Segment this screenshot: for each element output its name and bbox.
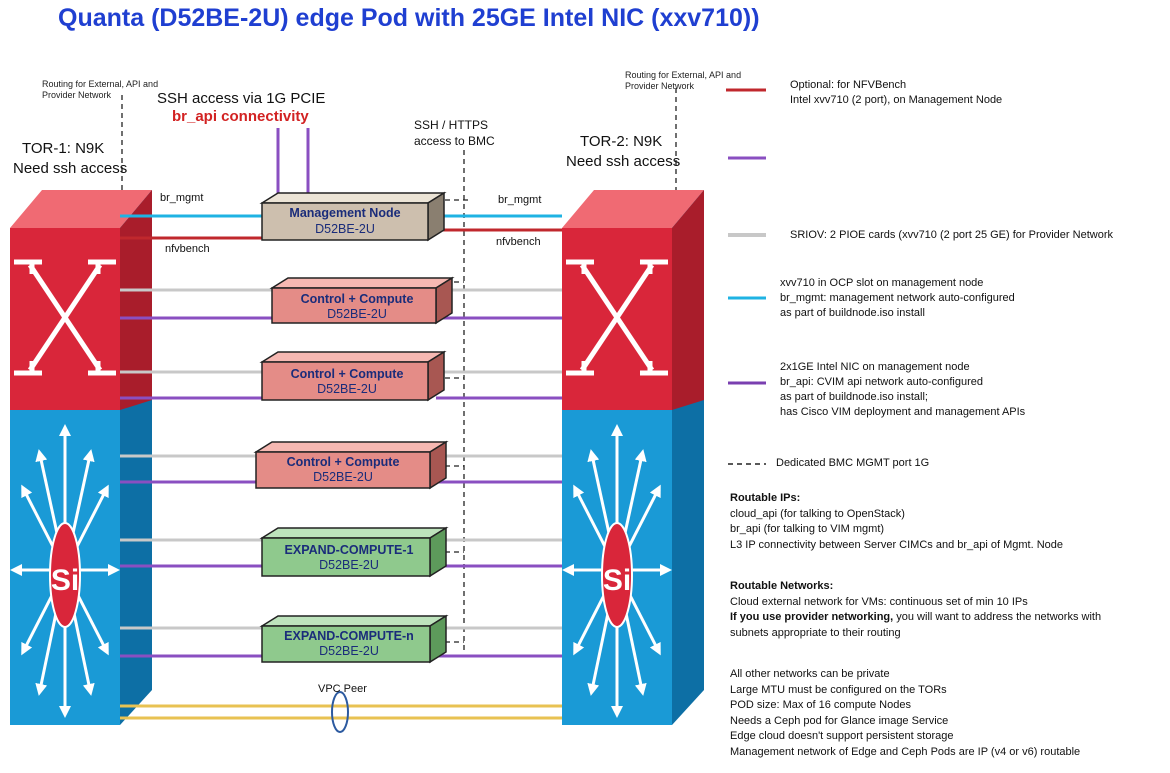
provider-networking-emphasis: If you use provider networking, bbox=[730, 611, 894, 623]
nfvbench-label-right: nfvbench bbox=[496, 236, 541, 248]
node-2-model: D52BE-2U bbox=[327, 307, 387, 321]
tor-2-switch-icon bbox=[566, 259, 668, 376]
pod-diagram: Si Si bbox=[9, 88, 730, 733]
other-notes-section: All other networks can be private Large … bbox=[730, 667, 1165, 760]
legend-item-5: 2x1GE Intel NIC on management node br_ap… bbox=[780, 360, 1025, 420]
node-1-name: Management Node bbox=[289, 206, 401, 220]
node-6-name: EXPAND-COMPUTE-n bbox=[284, 629, 414, 643]
tor-1-switch-icon bbox=[14, 259, 116, 376]
control-node-2 bbox=[259, 350, 447, 402]
legend-item-4-line-1: xvv710 in OCP slot on management node bbox=[780, 277, 984, 289]
node-links bbox=[120, 281, 562, 658]
routable-ips-line-2: br_api (for talking to VIM mgmt) bbox=[730, 523, 885, 535]
routable-ips-section: Routable IPs: cloud_api (for talking to … bbox=[730, 491, 1160, 553]
tor-1-si-text: Si bbox=[51, 564, 79, 597]
tor-2-name: TOR-2: N9K bbox=[580, 133, 663, 150]
br-mgmt-label-right: br_mgmt bbox=[498, 194, 542, 206]
ssh-access-label: SSH access via 1G PCIE bbox=[157, 90, 326, 107]
vpc-peer-label: VPC Peer bbox=[318, 683, 367, 695]
routing-note-left: Routing for External, API and Provider N… bbox=[42, 79, 159, 100]
legend-item-5-line-2: br_api: CVIM api network auto-configured bbox=[780, 376, 983, 388]
legend-item-6-line-1: Dedicated BMC MGMT port 1G bbox=[776, 457, 930, 469]
note-line-6: Management network of Edge and Ceph Pods… bbox=[730, 745, 1081, 758]
note-line-3: POD size: Max of 16 compute Nodes bbox=[730, 699, 911, 711]
legend-item-5-line-3: as part of buildnode.iso install; bbox=[780, 391, 928, 403]
legend-item-5-line-1: 2x1GE Intel NIC on management node bbox=[780, 361, 970, 373]
vpc-peer-ring bbox=[331, 691, 349, 733]
legend-item-3-line-1: SRIOV: 2 PIOE cards (xvv710 (2 port 25 G… bbox=[790, 229, 1113, 241]
legend-item-4-line-2: br_mgmt: management network auto-configu… bbox=[780, 292, 1015, 304]
note-line-1: All other networks can be private bbox=[730, 668, 890, 680]
tor-1-note: Need ssh access bbox=[13, 160, 128, 177]
note-line-2: Large MTU must be configured on the TORs bbox=[730, 683, 947, 696]
tor-2-si-badge bbox=[601, 522, 633, 628]
node-6-model: D52BE-2U bbox=[319, 644, 379, 658]
node-4-name: Control + Compute bbox=[286, 455, 400, 469]
routable-networks-line-2-rest: you will want to address the networks wi… bbox=[893, 611, 1102, 623]
legend-item-5-line-4: has Cisco VIM deployment and management … bbox=[780, 406, 1026, 418]
routable-ips-heading: Routable IPs: bbox=[730, 492, 801, 504]
routing-note-right: Routing for External, API and Provider N… bbox=[625, 70, 742, 91]
routable-networks-section: Routable Networks: Cloud external networ… bbox=[730, 579, 1165, 641]
node-1-model: D52BE-2U bbox=[315, 222, 375, 236]
routable-networks-line-2: If you use provider networking, you will… bbox=[730, 610, 1165, 626]
legend-item-1-line-1: Optional: for NFVBench bbox=[790, 79, 907, 91]
nfvbench-label-left: nfvbench bbox=[165, 243, 210, 255]
routable-ips-line-3: L3 IP connectivity between Server CIMCs … bbox=[730, 538, 1064, 551]
tor-1-si-badge bbox=[49, 522, 81, 628]
node-5-name: EXPAND-COMPUTE-1 bbox=[284, 543, 414, 557]
br-mgmt-label-left: br_mgmt bbox=[160, 192, 204, 204]
routable-ips-line-1: cloud_api (for talking to OpenStack) bbox=[730, 507, 905, 520]
note-line-4: Needs a Ceph pod for Glance image Servic… bbox=[730, 714, 949, 727]
management-node bbox=[259, 191, 447, 242]
node-5-model: D52BE-2U bbox=[319, 558, 379, 572]
tor-2-note: Need ssh access bbox=[566, 153, 681, 170]
routable-networks-line-1: Cloud external network for VMs: continuo… bbox=[730, 595, 1028, 608]
expand-compute-node-1 bbox=[259, 526, 449, 578]
expand-compute-node-n bbox=[259, 614, 449, 664]
ssh-https-bmc-label: SSH / HTTPS access to BMC bbox=[414, 118, 495, 148]
br-api-connectivity-label: br_api connectivity bbox=[172, 108, 309, 125]
legend-item-1: Optional: for NFVBench Intel xvv710 (2 p… bbox=[790, 78, 1002, 108]
tor-1-name: TOR-1: N9K bbox=[22, 140, 105, 157]
legend-item-4-line-3: as part of buildnode.iso install bbox=[780, 307, 925, 319]
control-node-3 bbox=[253, 440, 449, 490]
routable-networks-heading: Routable Networks: bbox=[730, 580, 834, 592]
node-2-name: Control + Compute bbox=[300, 292, 414, 306]
control-node-1 bbox=[269, 276, 455, 325]
node-4-model: D52BE-2U bbox=[313, 470, 373, 484]
tor-2-si-text: Si bbox=[603, 564, 631, 597]
legend-item-6: Dedicated BMC MGMT port 1G bbox=[776, 456, 929, 471]
legend-item-3: SRIOV: 2 PIOE cards (xvv710 (2 port 25 G… bbox=[790, 228, 1113, 243]
page-title: Quanta (D52BE-2U) edge Pod with 25GE Int… bbox=[58, 4, 760, 32]
routable-networks-line-3: subnets appropriate to their routing bbox=[730, 626, 901, 639]
legend-swatches bbox=[728, 88, 766, 465]
legend-item-4: xvv710 in OCP slot on management node br… bbox=[780, 276, 1015, 321]
legend-item-1-line-2: Intel xvv710 (2 port), on Management Nod… bbox=[790, 94, 1003, 106]
node-3-model: D52BE-2U bbox=[317, 382, 377, 396]
note-line-5: Edge cloud doesn't support persistent st… bbox=[730, 730, 954, 742]
node-3-name: Control + Compute bbox=[290, 367, 404, 381]
